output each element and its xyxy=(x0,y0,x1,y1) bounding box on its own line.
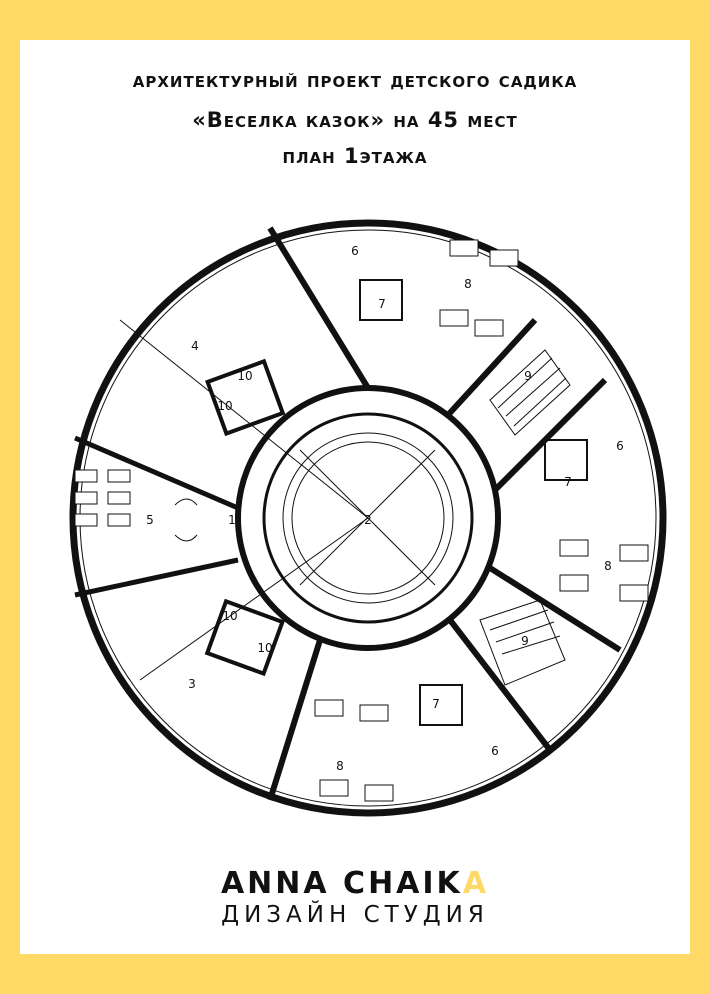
room-label-6-east: 6 xyxy=(616,439,624,453)
brand-name-main: ANNA CHAIK xyxy=(220,866,463,901)
floor-plan: 1 2 3 4 5 6 6 6 7 7 7 8 8 8 9 9 10 10 10… xyxy=(69,219,667,817)
hall-ring-outer xyxy=(282,432,454,604)
room-label-7-east: 7 xyxy=(564,475,572,489)
title-line-1: архитектурный проект детского садика xyxy=(132,68,578,92)
room-10-cluster-top xyxy=(205,358,286,437)
room-label-3: 3 xyxy=(188,677,196,691)
outer-wall xyxy=(69,219,667,817)
furniture xyxy=(74,239,649,802)
toilet-east xyxy=(544,439,588,481)
room-label-8-south: 8 xyxy=(336,759,344,773)
toilet-south xyxy=(419,684,463,726)
brand-name: ANNA CHAIKA xyxy=(20,866,690,901)
room-label-6-north: 6 xyxy=(351,244,359,258)
room-label-8-north: 8 xyxy=(464,277,472,291)
room-label-10-d: 10 xyxy=(257,641,272,655)
room-label-8-east: 8 xyxy=(604,559,612,573)
stair-se xyxy=(479,599,566,686)
room-10-cluster-bottom xyxy=(204,598,285,677)
brand-tagline: ДИЗАЙН СТУДИЯ xyxy=(221,902,489,928)
room-label-9-ne: 9 xyxy=(524,369,532,383)
stair-ne xyxy=(489,349,571,436)
room-label-10-a: 10 xyxy=(237,369,252,383)
room-label-7-north: 7 xyxy=(378,297,386,311)
hall-wall xyxy=(262,412,474,624)
room-label-6-south: 6 xyxy=(491,744,499,758)
room-label-4: 4 xyxy=(191,339,199,353)
room-label-1: 1 xyxy=(228,513,236,527)
toilet-north xyxy=(359,279,403,321)
room-label-10-c: 10 xyxy=(222,609,237,623)
brand-name-accent: A xyxy=(462,866,490,901)
room-label-9-se: 9 xyxy=(521,634,529,648)
room-label-10-b: 10 xyxy=(217,399,232,413)
room-label-5: 5 xyxy=(146,513,154,527)
title-line-3: план 1этажа xyxy=(282,144,428,168)
hall-ring-inner xyxy=(291,441,445,595)
room-label-7-south: 7 xyxy=(432,697,440,711)
room-label-2: 2 xyxy=(364,513,372,527)
title-line-2: «Веселка казок» на 45 мест xyxy=(192,108,518,132)
poster-card: архитектурный проект детского садика «Ве… xyxy=(20,40,690,954)
